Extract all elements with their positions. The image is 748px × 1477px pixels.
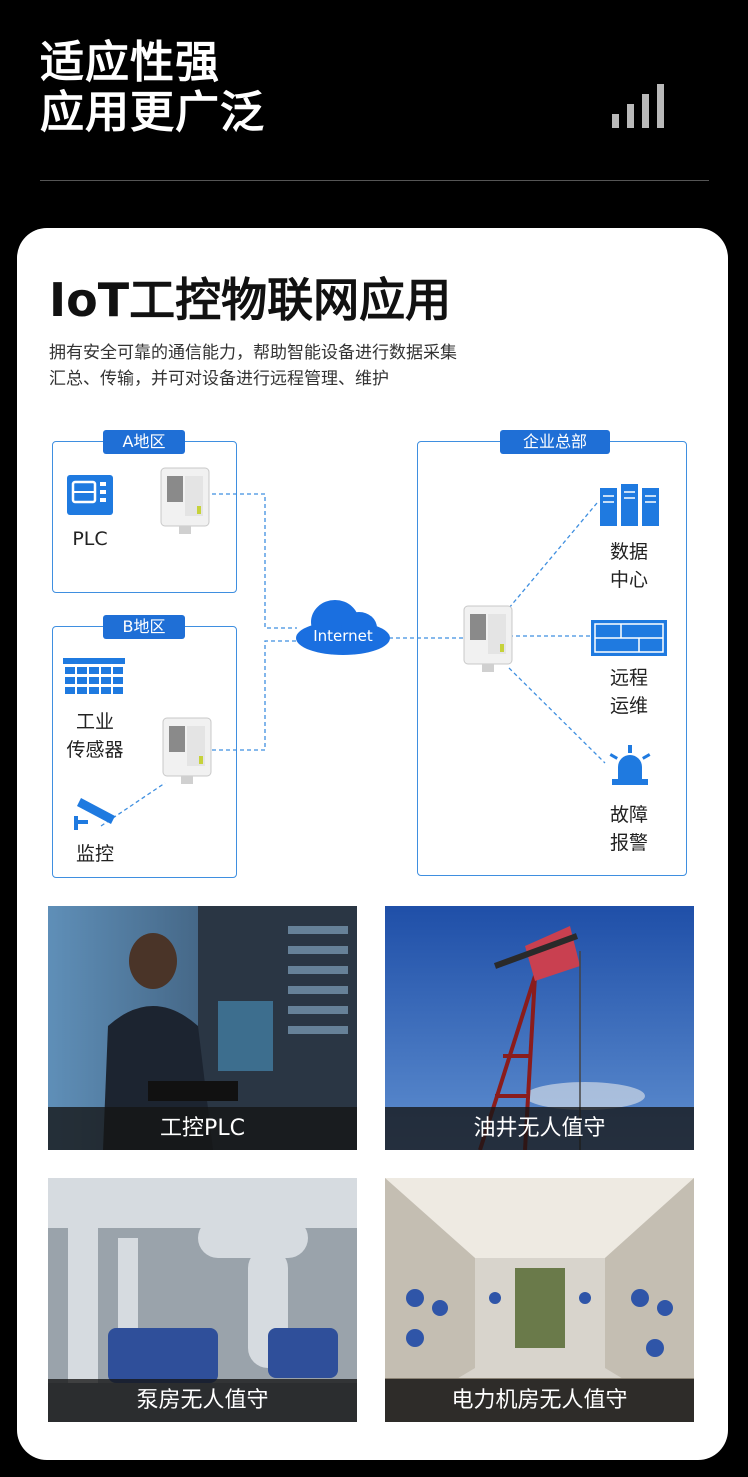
alarm-icon — [609, 745, 651, 785]
remote-ops-icon — [591, 620, 667, 656]
datacenter-label: 数据 中心 — [609, 541, 648, 591]
internet-cloud-icon — [296, 600, 390, 655]
camera-icon — [74, 798, 115, 830]
card-title: IoT工控物联网应用 — [49, 273, 452, 327]
alarm-label: 故障 报警 — [609, 804, 648, 854]
plc-label: PLC — [72, 528, 108, 550]
router-device-b — [162, 717, 212, 784]
zone-hq-tag: 企业总部 — [500, 430, 610, 454]
title-line-1: 适应性强 — [40, 37, 220, 88]
zone-b: B地区 — [52, 615, 237, 878]
desc-line-2: 汇总、传输，并可对设备进行远程管理、维护 — [49, 369, 389, 389]
photo-oil-well: 油井无人值守 — [385, 906, 694, 1150]
photo-caption: 工控PLC — [48, 1107, 357, 1150]
photo-industrial-plc: 工控PLC — [48, 906, 357, 1150]
remote-ops-label: 远程 运维 — [609, 667, 648, 717]
zone-a: A地区 — [52, 430, 237, 593]
internet-label: Internet — [313, 627, 373, 645]
card-description: 拥有安全可靠的通信能力，帮助智能设备进行数据采集 汇总、传输，并可对设备进行远程… — [49, 340, 569, 392]
signal-bars-icon — [612, 84, 666, 128]
zone-hq: 企业总部 — [417, 430, 687, 876]
photo-caption: 电力机房无人值守 — [385, 1379, 694, 1422]
monitor-label: 监控 — [75, 843, 114, 865]
photo-power-room: 电力机房无人值守 — [385, 1178, 694, 1422]
photo-caption: 泵房无人值守 — [48, 1379, 357, 1422]
photo-pump-room: 泵房无人值守 — [48, 1178, 357, 1422]
zone-b-tag: B地区 — [103, 615, 185, 639]
title-line-2: 应用更广泛 — [40, 87, 265, 138]
page-title: 适应性强 应用更广泛 — [40, 38, 265, 138]
connection-lines — [100, 493, 606, 827]
sensor-label: 工业 传感器 — [66, 711, 124, 761]
router-device-a — [160, 467, 210, 534]
router-device-hq — [463, 605, 513, 672]
photo-caption: 油井无人值守 — [385, 1107, 694, 1150]
plc-icon — [67, 475, 113, 515]
desc-line-1: 拥有安全可靠的通信能力，帮助智能设备进行数据采集 — [49, 343, 457, 363]
network-diagram: A地区 PLC B地区 工业 传感器 — [17, 228, 728, 888]
datacenter-icon — [600, 484, 659, 526]
content-card: IoT工控物联网应用 拥有安全可靠的通信能力，帮助智能设备进行数据采集 汇总、传… — [17, 228, 728, 1460]
sensor-grid-icon — [63, 658, 125, 694]
header-divider — [40, 180, 709, 181]
zone-a-tag: A地区 — [103, 430, 185, 454]
